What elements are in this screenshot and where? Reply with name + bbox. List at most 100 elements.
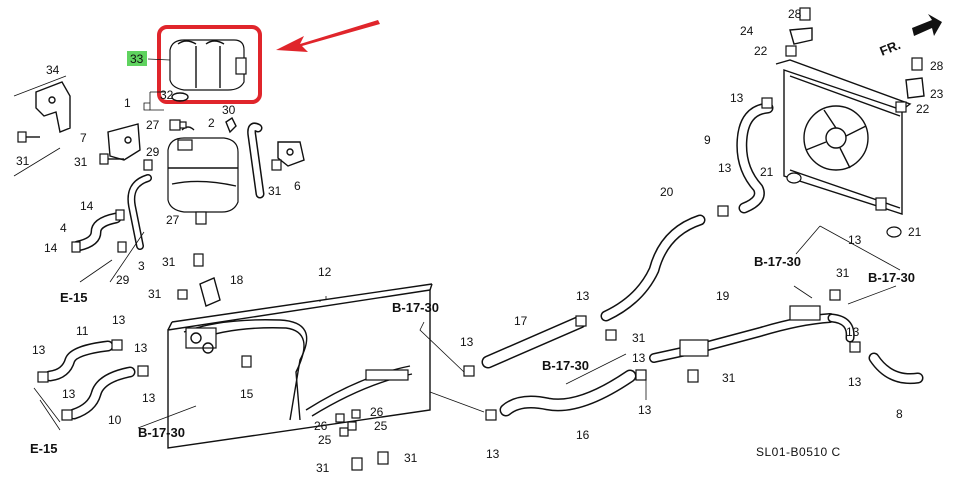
part-label: 22 <box>916 102 930 116</box>
heater-core-12 <box>167 283 433 449</box>
pointer-arrow <box>276 20 380 52</box>
part-label: 2 <box>208 116 215 130</box>
part-label: 27 <box>166 213 180 227</box>
bracket-23 <box>905 77 925 99</box>
clamp-13-l <box>761 97 773 109</box>
part-label: 21 <box>908 225 922 239</box>
clamps-13-left <box>37 339 149 421</box>
bolt-31-d <box>193 253 204 267</box>
bolts-31-bottom <box>351 451 389 471</box>
part-label: 13 <box>112 313 126 327</box>
part-label: 24 <box>740 24 754 38</box>
part-label: 31 <box>16 154 30 168</box>
part-label: 14 <box>80 199 94 213</box>
part-label: 27 <box>146 118 160 132</box>
hose-10 <box>68 366 136 420</box>
hose-20 <box>600 214 706 322</box>
part-label: 13 <box>638 403 652 417</box>
part-label: 13 <box>486 447 500 461</box>
part-label: 26 <box>370 405 384 419</box>
cushion-21 <box>786 172 902 238</box>
bracket-34 <box>35 81 71 133</box>
part-label: 13 <box>134 341 148 355</box>
part-label: 31 <box>632 331 646 345</box>
part-label: 15 <box>240 387 254 401</box>
part-label: 11 <box>76 324 89 338</box>
part-label: 17 <box>514 314 528 328</box>
part-label: 28 <box>930 59 944 73</box>
part-label: 13 <box>632 351 646 365</box>
part-label: 32 <box>160 88 174 102</box>
part-label: 26 <box>314 419 328 433</box>
part-label: 13 <box>62 387 76 401</box>
hose-16 <box>499 369 637 417</box>
ref-b1730-mid: B-17-30 <box>542 358 589 373</box>
part-label: 20 <box>660 185 674 199</box>
bolt-31-i <box>687 369 699 383</box>
part-label: 12 <box>318 265 332 279</box>
bracket-24 <box>789 27 813 45</box>
ref-b1730-heater: B-17-30 <box>392 300 439 315</box>
part-label: 31 <box>74 155 88 169</box>
bolt-31-j <box>829 289 841 301</box>
part-label: 31 <box>722 371 736 385</box>
part-label: 13 <box>848 375 862 389</box>
part-label: 13 <box>32 343 46 357</box>
clamp-29-b <box>117 241 127 253</box>
bracket-18 <box>199 277 221 307</box>
label-33: 33 <box>130 52 144 66</box>
hose-3 <box>127 174 152 250</box>
front-arrow-icon <box>912 14 942 36</box>
part-label: 7 <box>80 131 87 145</box>
part-label: 31 <box>404 451 418 465</box>
highlight-badge <box>127 51 147 66</box>
part-label: 25 <box>374 419 388 433</box>
part-label: 3 <box>138 259 145 273</box>
bolt-31-h <box>605 329 617 341</box>
part-label: 29 <box>116 273 130 287</box>
overflow-tube <box>247 122 265 199</box>
part-label: 23 <box>930 87 944 101</box>
clamp-15 <box>241 355 252 368</box>
reservoir-tank-2 <box>167 126 239 213</box>
part-label: 28 <box>788 7 802 21</box>
bolt-31-e <box>177 289 188 300</box>
front-direction-label: FR. <box>878 37 903 59</box>
part-number-labels: 34 31 7 31 1 32 30 27 2 29 6 31 14 4 14 … <box>16 7 944 475</box>
nut-22-right <box>895 101 907 113</box>
part-label: 14 <box>44 241 58 255</box>
ref-b1730-left: B-17-30 <box>138 425 185 440</box>
part-label: 31 <box>836 266 850 280</box>
bolt-31-b <box>99 153 124 165</box>
clamp-29-a <box>143 159 153 171</box>
clamp-14-a <box>115 209 125 221</box>
part-label: 34 <box>46 63 60 77</box>
highlight-frame <box>157 25 262 104</box>
clamp-13-n <box>849 341 861 353</box>
bracket-6 <box>277 141 305 167</box>
clamps-13-mid <box>463 315 647 421</box>
reservoir-cap-33 <box>169 39 247 91</box>
ref-b1730-right-a: B-17-30 <box>754 254 801 269</box>
part-label: 31 <box>148 287 162 301</box>
fitting-26-25 <box>335 409 361 437</box>
part-label: 13 <box>576 289 590 303</box>
hose-11 <box>44 340 114 382</box>
ref-e15-top: E-15 <box>60 290 87 305</box>
part-label: 25 <box>318 433 332 447</box>
part-label: 16 <box>576 428 590 442</box>
part-label: 31 <box>162 255 176 269</box>
part-label: 4 <box>60 221 67 235</box>
bolt-31-c <box>271 159 282 171</box>
bolt-28-top <box>799 7 811 21</box>
gasket-32 <box>171 92 189 102</box>
part-label: 10 <box>108 413 122 427</box>
drawing-code: SL01-B0510 C <box>756 445 841 459</box>
part-label: 13 <box>718 161 732 175</box>
part-label: 13 <box>846 325 860 339</box>
part-label: 13 <box>730 91 744 105</box>
ref-e15-bottom: E-15 <box>30 441 57 456</box>
part-label: 31 <box>268 184 282 198</box>
part-label: 13 <box>142 391 156 405</box>
